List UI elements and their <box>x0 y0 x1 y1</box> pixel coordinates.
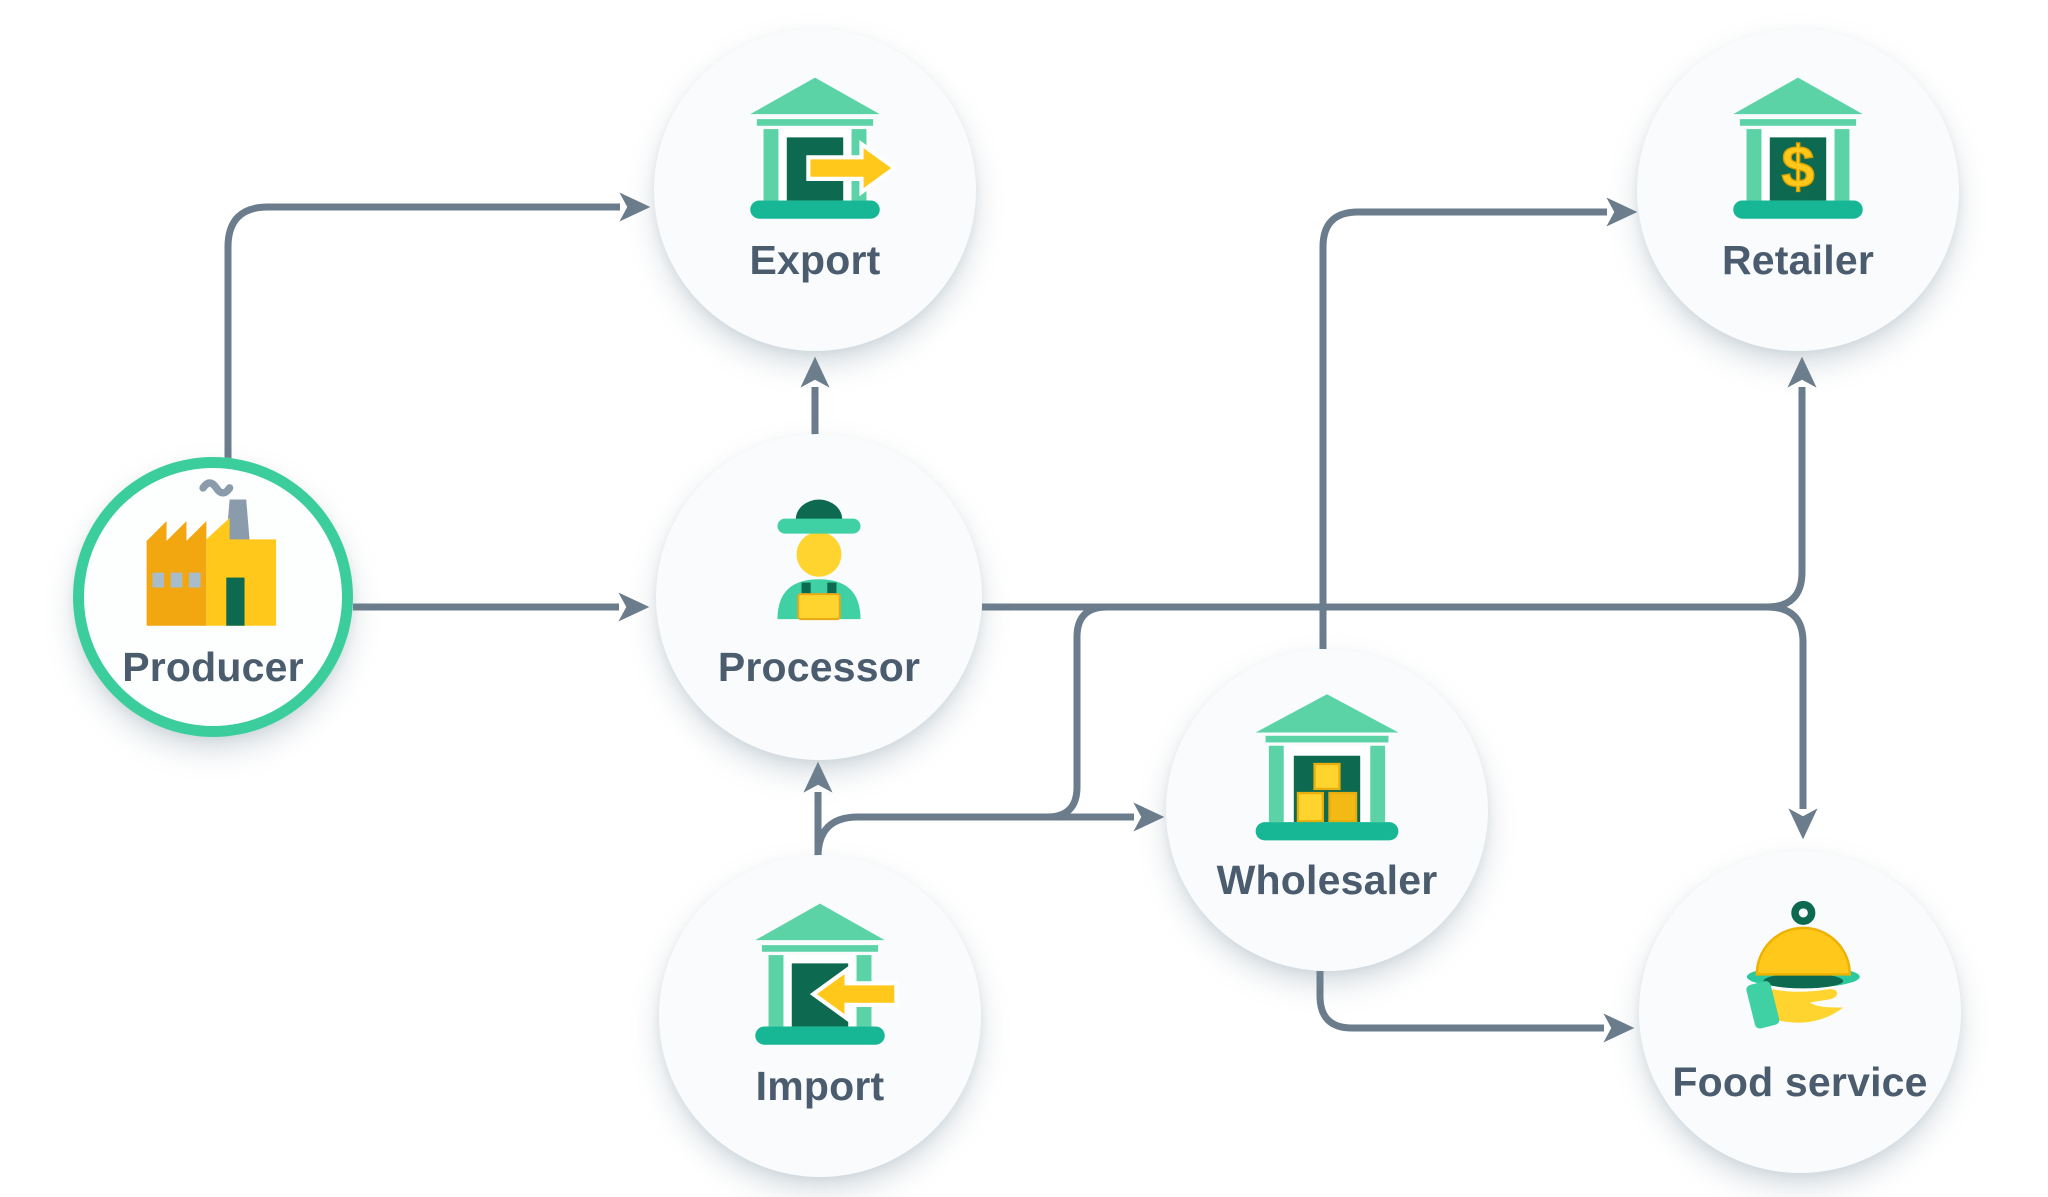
dollar-shop-icon: $ <box>1715 66 1881 232</box>
node-import[interactable]: Import <box>659 855 981 1177</box>
node-label-retailer: Retailer <box>1721 237 1875 283</box>
import-building-icon <box>737 892 903 1058</box>
node-label-export: Export <box>749 237 881 283</box>
node-label-food_service: Food service <box>1672 1059 1928 1105</box>
node-retailer[interactable]: $ Retailer <box>1637 29 1959 351</box>
node-label-wholesaler: Wholesaler <box>1216 857 1438 903</box>
export-building-icon <box>732 66 899 232</box>
node-processor[interactable]: Processor <box>656 434 982 760</box>
edge-wholesaler-retailer <box>1319 197 1638 649</box>
edge-processor-retailer <box>982 356 1817 611</box>
edge-processor-food_service <box>1738 603 1818 840</box>
node-food_service[interactable]: Food service <box>1639 851 1961 1173</box>
svg-text:$: $ <box>1781 133 1814 200</box>
node-label-import: Import <box>755 1063 885 1109</box>
food-service-icon <box>1717 888 1883 1054</box>
warehouse-icon <box>1244 686 1410 852</box>
node-wholesaler[interactable]: Wholesaler <box>1166 649 1488 971</box>
edge-producer-export <box>224 192 651 459</box>
edge-import-wholesaler <box>814 802 1165 858</box>
edge-import-distribution-line <box>1022 603 1134 821</box>
node-label-processor: Processor <box>717 644 921 690</box>
edge-wholesaler-food_service <box>1316 971 1635 1043</box>
node-producer[interactable]: Producer <box>73 457 353 737</box>
node-export[interactable]: Export <box>654 29 976 351</box>
node-label-producer: Producer <box>122 644 304 690</box>
farmer-icon <box>736 473 902 639</box>
factory-icon <box>130 473 296 639</box>
